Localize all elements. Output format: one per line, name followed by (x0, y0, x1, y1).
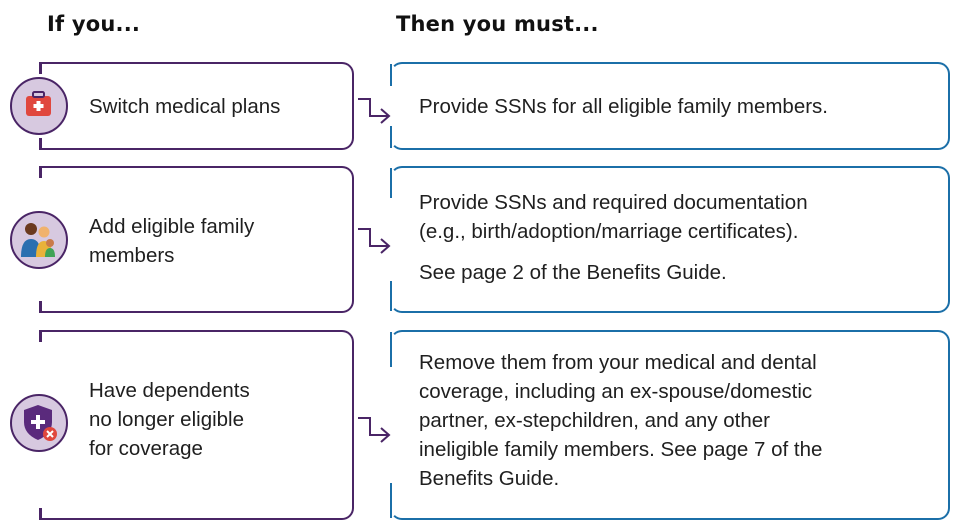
action-card-add-family: Provide SSNs and required documentation … (389, 166, 950, 313)
action-card-switch-plans: Provide SSNs for all eligible family mem… (389, 62, 950, 150)
action-card-remove-dependents: Remove them from your medical and dental… (389, 330, 950, 520)
condition-label: Add eligible family members (89, 215, 255, 267)
shield-remove-icon (10, 394, 68, 452)
column-heading-if: If you... (47, 12, 141, 36)
condition-label: Switch medical plans (89, 95, 281, 118)
medical-kit-icon (10, 77, 68, 135)
condition-card-remove-dependents: Have dependents no longer eligible for c… (39, 330, 354, 520)
arrow-right-icon (358, 98, 391, 124)
action-text: Provide SSNs for all eligible family mem… (419, 95, 828, 118)
condition-label: Have dependents no longer eligible for c… (89, 379, 250, 460)
arrow-right-icon (358, 228, 391, 254)
column-heading-then: Then you must... (396, 12, 599, 36)
family-icon (10, 211, 68, 269)
arrow-right-icon (358, 417, 391, 443)
condition-card-add-family: Add eligible family members (39, 166, 354, 313)
action-text: Remove them from your medical and dental… (419, 351, 823, 490)
condition-card-switch-plans: Switch medical plans (39, 62, 354, 150)
action-text: Provide SSNs and required documentation … (419, 191, 808, 284)
